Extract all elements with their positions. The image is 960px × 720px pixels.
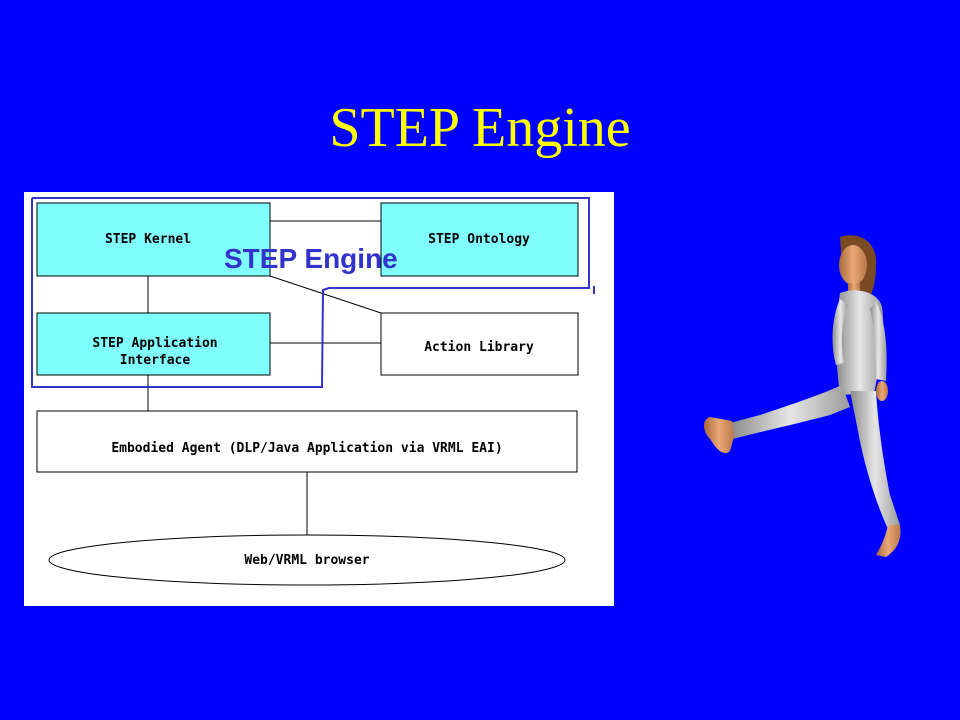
connector-lines (147, 220, 382, 535)
slide-title: STEP Engine (329, 97, 631, 159)
vrml-browser-ellipse (48, 534, 566, 586)
step-kernel-box (36, 202, 271, 277)
figure-arm-right (870, 301, 887, 381)
figure-arm-left (832, 299, 848, 365)
figure-leg-standing (850, 391, 900, 529)
step-ontology-label: STEP Ontology (428, 232, 530, 247)
avatar-figure-svg (704, 235, 901, 557)
step-ontology-box (380, 202, 579, 277)
architecture-diagram: STEP Kernel STEP Ontology STEP Applicati… (24, 192, 614, 606)
embodied-agent-box (36, 410, 578, 473)
action-library-box (380, 312, 579, 376)
diagram-canvas: STEP Kernel STEP Ontology STEP Applicati… (31, 197, 595, 586)
figure-leg-raised (730, 385, 850, 439)
figure-face (839, 245, 867, 285)
connector-kernel-action (269, 275, 382, 314)
step-engine-outline (31, 197, 590, 388)
step-app-interface-label-line1: STEP Application (92, 336, 217, 351)
step-app-interface-box (36, 312, 271, 376)
figure-foot-standing (876, 525, 901, 557)
embodied-agent-label: Embodied Agent (DLP/Java Application via… (111, 441, 502, 456)
step-engine-overlay-label: STEP Engine (224, 243, 398, 274)
figure-foot-raised (704, 417, 734, 454)
step-app-interface-label-line2: Interface (120, 353, 191, 368)
figure-hand-right (876, 381, 888, 401)
avatar-figure-icon (690, 225, 910, 565)
vrml-browser-label: Web/VRML browser (244, 553, 369, 568)
action-library-label: Action Library (424, 340, 534, 355)
step-kernel-label: STEP Kernel (105, 232, 191, 247)
